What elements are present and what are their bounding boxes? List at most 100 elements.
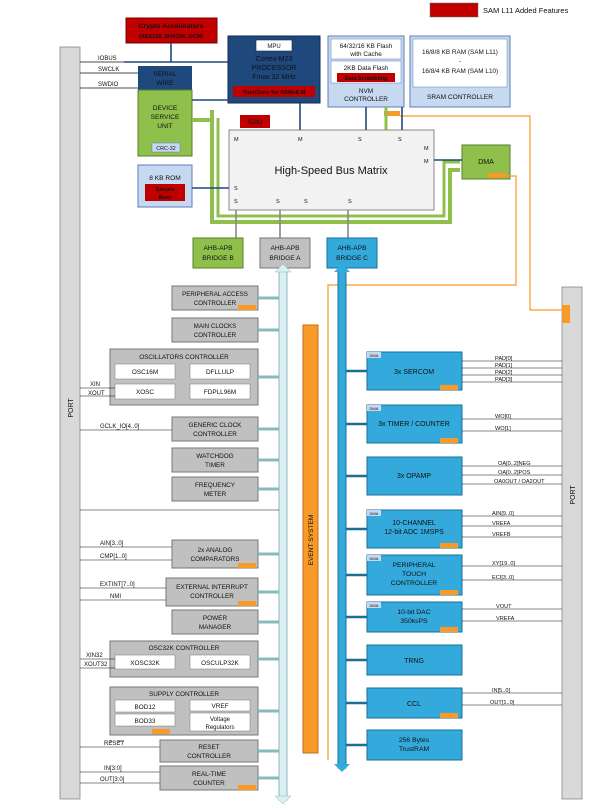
svg-text:XOSC32K: XOSC32K (130, 660, 160, 667)
secure-boot-line2: Boot (159, 195, 172, 201)
crc-label: CRC-32 (156, 146, 175, 152)
adc-module: 10-CHANNEL 12-bit ADC 1MSPS DMA (366, 509, 463, 549)
dsu-line1: DEVICE (153, 105, 178, 112)
cpu-line1: Cortex-M23 (256, 56, 293, 63)
pad2-label: PAD[2] (495, 370, 513, 376)
bridge-c-line2: BRIDGE C (336, 255, 368, 262)
bus-matrix-label: High-Speed Bus Matrix (274, 165, 388, 177)
svg-text:VREF: VREF (211, 703, 228, 710)
svg-text:DMA: DMA (370, 603, 379, 608)
right-port-bar (561, 286, 583, 800)
oaneg-label: OA[0..2]NEG (498, 461, 531, 467)
svg-text:TOUCH: TOUCH (402, 571, 426, 578)
svg-text:MAIN CLOCKS: MAIN CLOCKS (194, 323, 237, 330)
dac-module: 10-bit DAC 350ksPS DMA (366, 601, 463, 633)
svg-text:OSCILLATORS CONTROLLER: OSCILLATORS CONTROLLER (139, 354, 229, 361)
serial-wire-line1: SERIAL (153, 71, 177, 78)
dsu-line2: SERVICE (151, 114, 180, 121)
svg-text:3x SERCOM: 3x SERCOM (394, 369, 434, 376)
bridge-a-box (259, 237, 311, 269)
svg-text:10-CHANNEL: 10-CHANNEL (392, 520, 436, 527)
svg-text:WATCHDOG: WATCHDOG (196, 453, 233, 460)
iobus-label: IOBUS (98, 56, 117, 62)
svg-text:2x ANALOG: 2x ANALOG (198, 547, 233, 554)
oapos-label: OA[0..2]POS (498, 470, 531, 476)
m-port-3: M (424, 146, 429, 152)
svg-text:RESET: RESET (198, 744, 219, 751)
svg-text:TrustRAM: TrustRAM (399, 746, 430, 753)
osc32kctrl-module: OSC32K CONTROLLER XOSC32K OSCULP32K (109, 640, 259, 678)
crypto-accelerators-box (125, 17, 218, 44)
ram-line2: 16/8/4 KB RAM (SAM L10) (422, 68, 498, 75)
legend-label: SAM L11 Added Features (483, 6, 569, 15)
svg-text:CCL: CCL (407, 701, 421, 708)
s-port-1: S (358, 137, 362, 143)
svg-text:3x OPAMP: 3x OPAMP (397, 473, 431, 480)
ccl-module: CCL (366, 687, 463, 719)
svg-text:OSC32K CONTROLLER: OSC32K CONTROLLER (149, 645, 220, 652)
oaout-label: OA0OUT / OA2OUT (494, 479, 545, 485)
reset-signal-label: RESET (104, 741, 124, 747)
svg-text:TIMER: TIMER (205, 462, 225, 469)
svg-text:COUNTER: COUNTER (193, 780, 225, 787)
rstc-module: RESET CONTROLLER (159, 739, 259, 763)
dma-label: DMA (478, 159, 494, 166)
nvm-line2: CONTROLLER (344, 96, 388, 103)
crc-box (151, 142, 181, 153)
mpu-box (255, 39, 293, 52)
ram-box (412, 38, 508, 88)
svg-text:10-bit DAC: 10-bit DAC (397, 609, 430, 616)
rom-label: 8 KB ROM (149, 175, 181, 182)
scrambling-label: Data Scrambling (345, 76, 388, 82)
svg-text:350ksPS: 350ksPS (400, 618, 428, 625)
trustram-module: 256 Bytes TrustRAM (366, 729, 463, 761)
apb-c-bus (337, 267, 347, 769)
svg-text:CONTROLLER: CONTROLLER (190, 593, 234, 600)
right-port-event-tag (562, 305, 570, 323)
svg-text:CONTROLLER: CONTROLLER (187, 753, 231, 760)
vrefa-label: VREFA (492, 521, 511, 527)
crypto-sub: (AES128, SHA256, GCM) (139, 34, 203, 40)
ain30-label: AIN[3..0] (100, 541, 124, 547)
gclk-module: GENERIC CLOCK CONTROLLER (171, 416, 259, 442)
ram-dash: - (459, 58, 461, 65)
svg-text:POWER: POWER (203, 615, 228, 622)
sram-controller-label: SRAM CONTROLLER (427, 94, 493, 101)
flash-line1: 64/32/16 KB Flash (340, 43, 393, 50)
trustzone-label: TrustZone for ARMv8-M (243, 90, 306, 96)
svg-text:Voltage: Voltage (210, 717, 231, 723)
svg-text:CONTROLLER: CONTROLLER (391, 580, 438, 587)
svg-text:OSCULP32K: OSCULP32K (201, 660, 239, 667)
ac-module: 2x ANALOG COMPARATORS (171, 539, 259, 569)
ptc-module: PERIPHERAL TOUCH CONTROLLER DMA (366, 554, 463, 596)
apb-a-arrow-top (274, 263, 292, 273)
bridge-b-line1: AHB-APB (204, 245, 234, 252)
xin32-label: XIN32 (86, 653, 103, 659)
svg-text:DFLLULP: DFLLULP (206, 369, 234, 376)
ram-line1: 16/8/8 KB RAM (SAM L11) (422, 49, 498, 56)
left-port-bar (59, 46, 81, 800)
right-signal-lines (462, 360, 562, 706)
svg-text:FDPLL96M: FDPLL96M (204, 389, 236, 396)
svg-text:PERIPHERAL ACCESS: PERIPHERAL ACCESS (182, 291, 248, 298)
m-port-2: M (298, 137, 303, 143)
pad3-label: PAD[3] (495, 377, 513, 383)
freqm-module: FREQUENCY METER (171, 476, 259, 502)
dsu-line3: UNIT (157, 123, 172, 130)
scrambling-box (337, 73, 395, 82)
apb-a-connectors (258, 296, 279, 780)
wo1-label: WO[1] (495, 426, 511, 432)
event-routing-top (400, 115, 562, 311)
m-port-4: M (424, 159, 429, 165)
svg-text:CONTROLLER: CONTROLLER (193, 431, 237, 438)
s-port-4: S (234, 199, 238, 205)
dma-event-tag (488, 173, 506, 178)
xin-label: XIN (90, 382, 100, 388)
bridge-c-box (326, 237, 378, 269)
event-system-label: EVENT SYSTEM (308, 515, 315, 566)
out10-label: OUT[1..0] (490, 700, 515, 706)
vrefa2-label: VREFA (496, 616, 515, 622)
in50-label: IN[5..0] (492, 688, 510, 694)
svg-text:12-bit ADC 1MSPS: 12-bit ADC 1MSPS (384, 529, 444, 536)
svg-text:FREQUENCY: FREQUENCY (195, 482, 236, 489)
